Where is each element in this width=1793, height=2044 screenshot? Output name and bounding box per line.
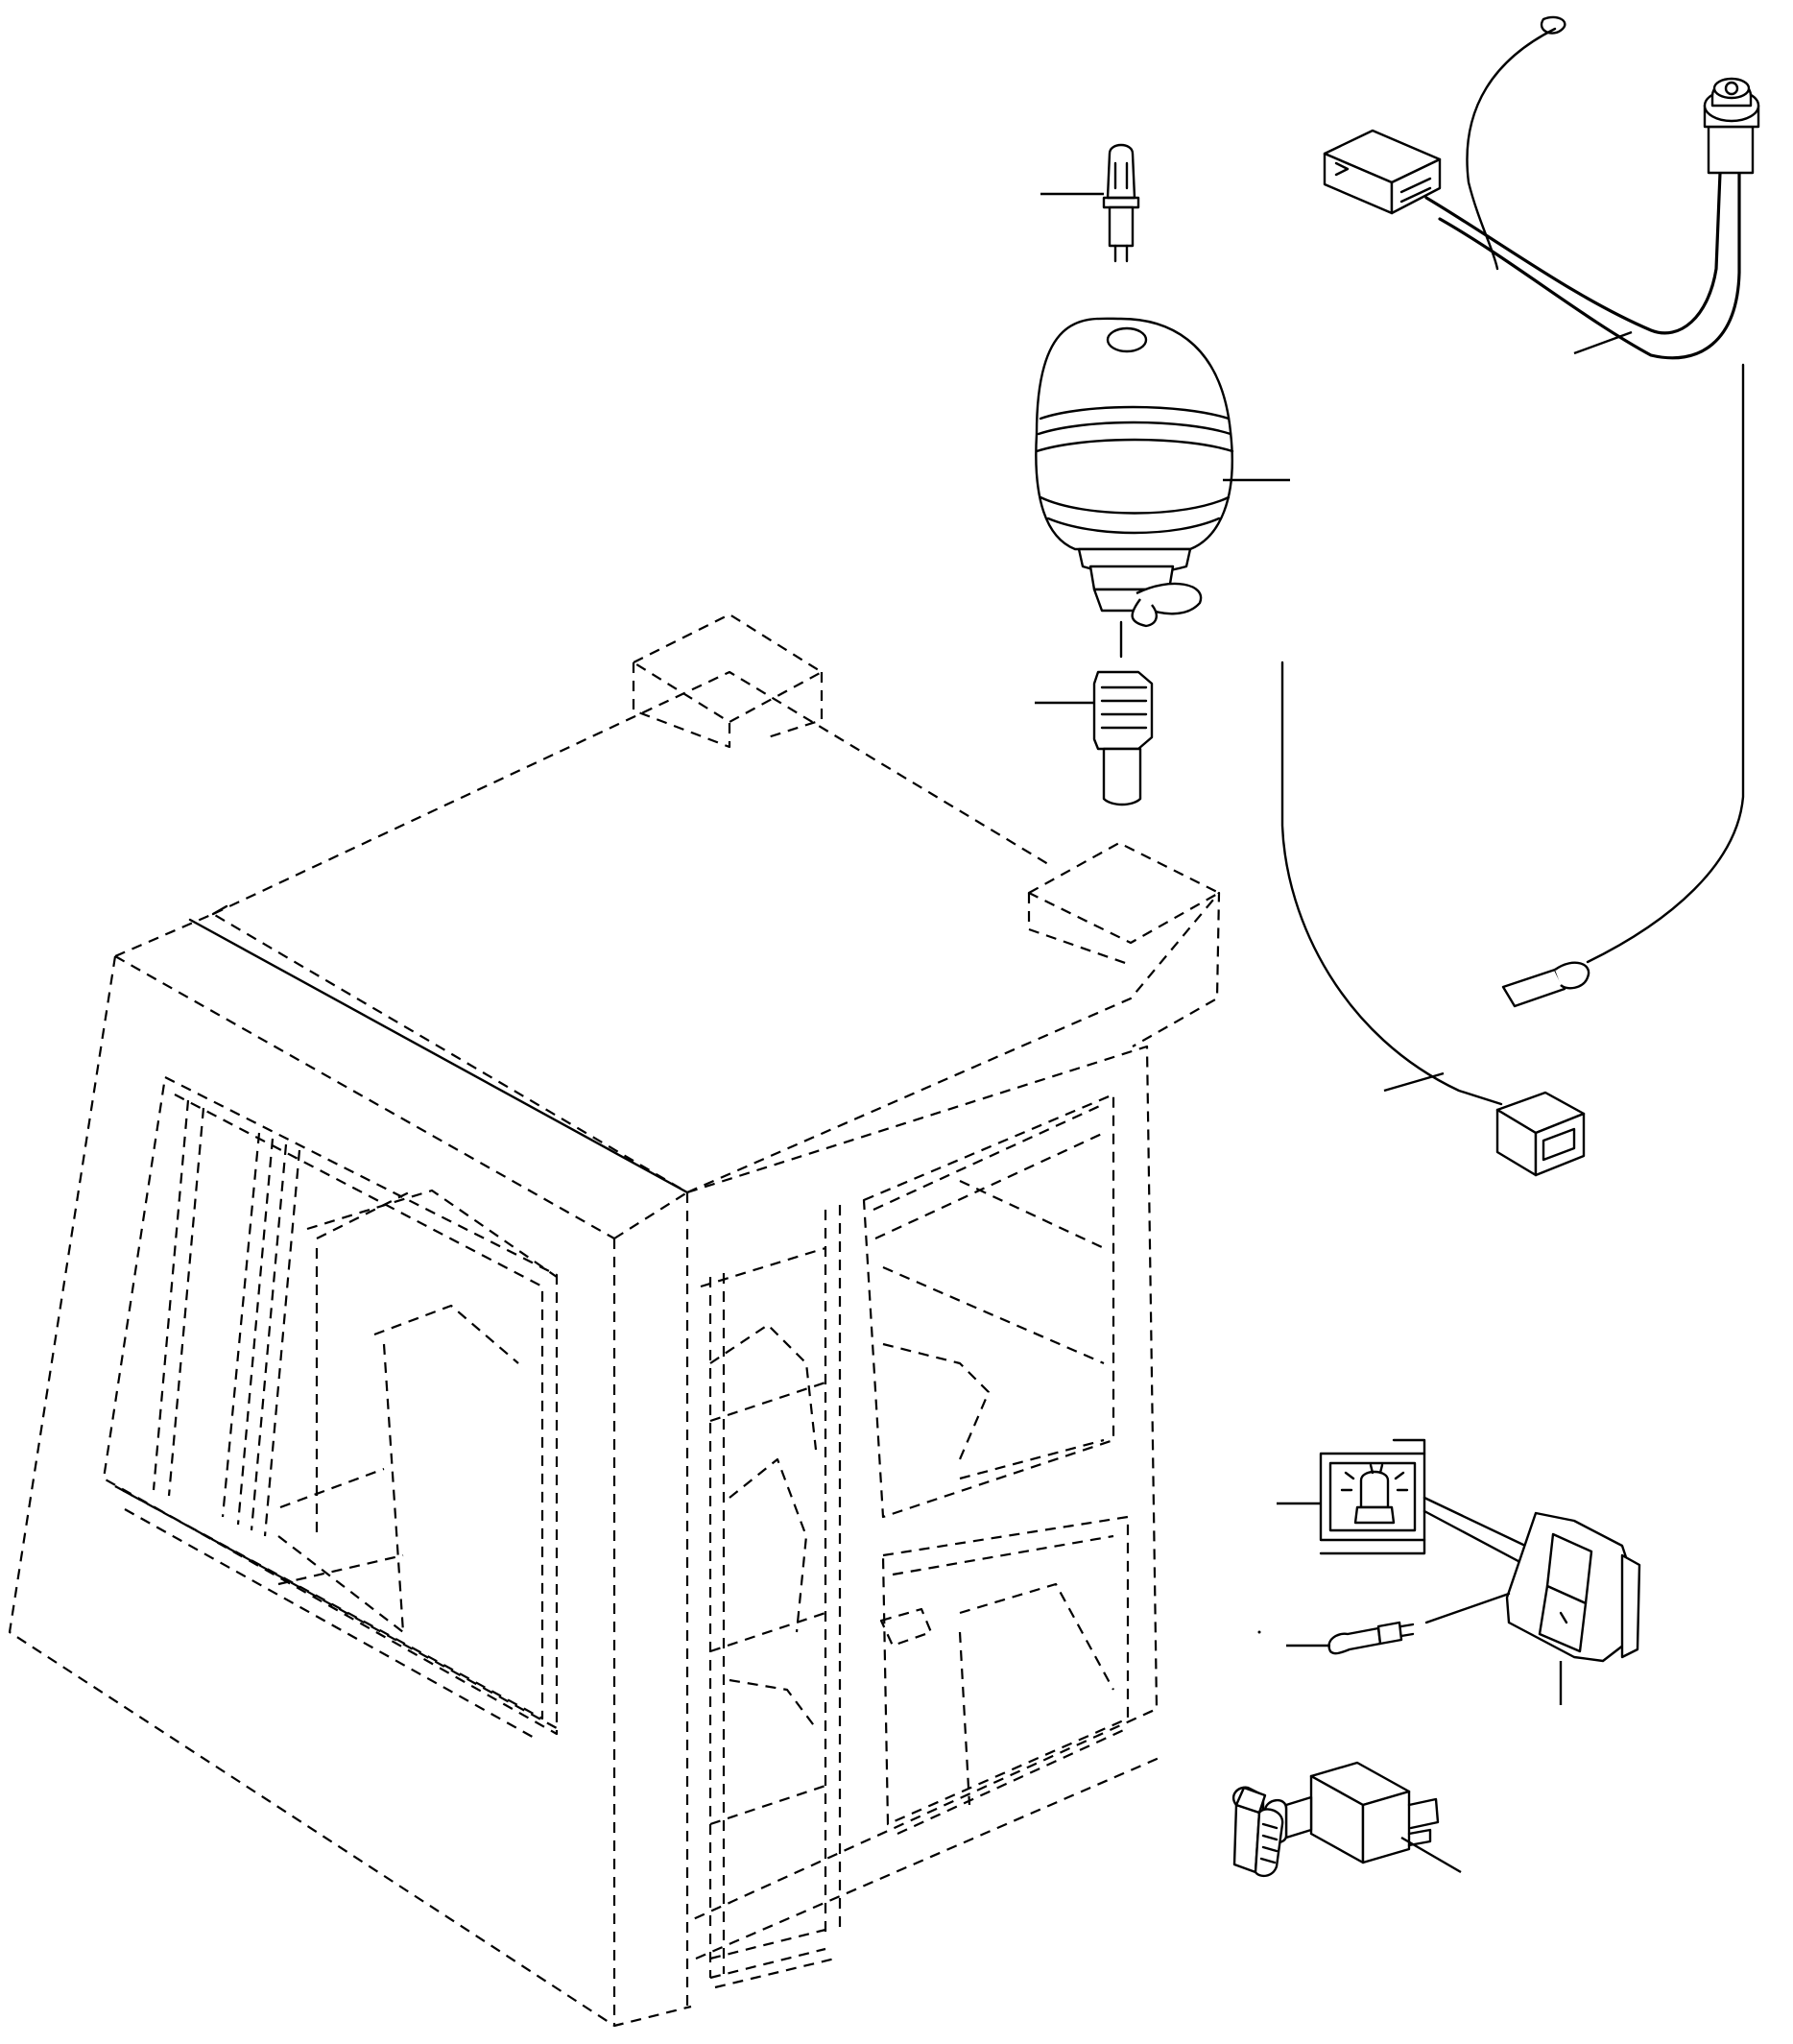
bulb-icon <box>1040 143 1140 263</box>
beacon-symbol-icon <box>1277 1438 1545 1576</box>
socket-icon <box>1035 620 1154 806</box>
bulb-icon <box>1257 1621 1415 1655</box>
rocker-switch-icon <box>1424 1511 1641 1705</box>
cab-outline <box>8 613 1221 2028</box>
rotating-beacon-icon <box>1035 317 1290 628</box>
relay-icon <box>1231 1761 1462 1878</box>
harness-icon <box>1280 15 1760 1177</box>
